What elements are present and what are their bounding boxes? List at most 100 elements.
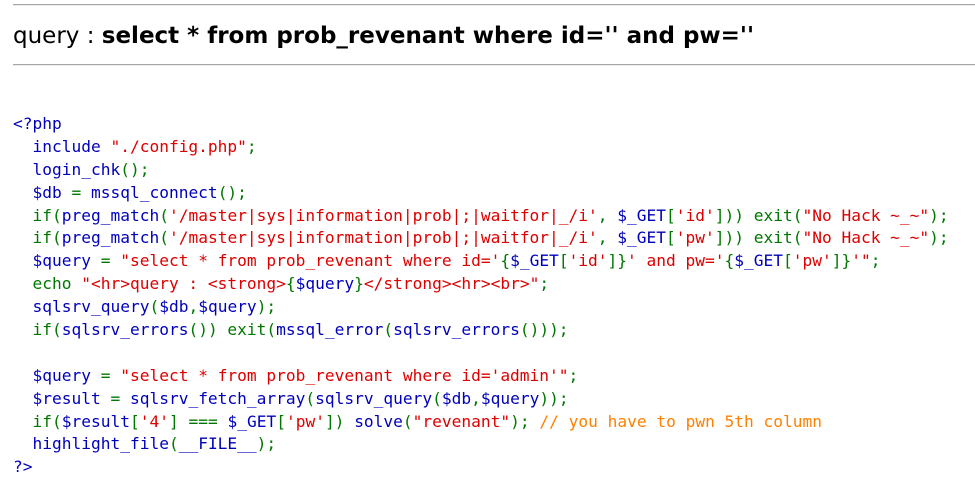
code-token: $result xyxy=(32,388,111,408)
code-token xyxy=(13,183,33,202)
code-token: mssql_error xyxy=(276,320,384,340)
code-token: // you have to pwn 5th column xyxy=(539,411,823,431)
code-token: $query xyxy=(295,274,355,294)
code-line: $query = "select * from prob_revenant wh… xyxy=(13,365,949,388)
code-token xyxy=(13,412,33,431)
code-token: sqlsrv_errors xyxy=(393,320,520,340)
code-token: [ xyxy=(558,251,569,271)
code-token: ]} xyxy=(607,251,628,271)
code-token: } xyxy=(354,274,364,294)
code-token: 'id' xyxy=(568,251,608,271)
top-divider xyxy=(13,4,975,6)
code-token: if( xyxy=(32,205,62,225)
code-token xyxy=(13,160,33,179)
query-value: select * from prob_revenant where id='' … xyxy=(101,23,755,49)
code-token xyxy=(13,389,33,408)
code-token: , xyxy=(471,388,481,408)
code-token: include xyxy=(32,136,111,156)
code-line: $result = sqlsrv_fetch_array(sqlsrv_quer… xyxy=(13,388,949,411)
code-token: <?php xyxy=(13,114,62,133)
code-token: ]) xyxy=(324,411,355,431)
code-token: $query xyxy=(480,388,540,408)
code-line: if($result['4'] === $_GET['pw']) solve("… xyxy=(13,411,949,434)
code-token: $query xyxy=(32,365,101,385)
code-token: ); xyxy=(256,297,277,317)
code-token: ( xyxy=(159,205,169,225)
code-token: , xyxy=(188,297,199,317)
code-token: $_GET xyxy=(227,411,277,431)
code-token: ( xyxy=(432,388,442,408)
code-token: 'pw' xyxy=(675,228,715,248)
code-token: , xyxy=(597,228,618,248)
code-token: __FILE__ xyxy=(178,434,257,454)
code-token: { xyxy=(724,251,735,271)
code-token: "No Hack ~_~" xyxy=(802,228,930,248)
code-token: $db xyxy=(32,182,72,202)
code-token xyxy=(13,297,33,316)
code-token: ' and pw=' xyxy=(627,251,725,271)
code-token: $result xyxy=(61,411,130,431)
code-token: "No Hack ~_~" xyxy=(802,205,930,225)
code-token: = xyxy=(100,365,121,385)
code-token: if( xyxy=(32,320,62,340)
code-line: <?php xyxy=(13,113,949,136)
code-token: $_GET xyxy=(617,228,667,248)
code-token: = xyxy=(71,182,91,202)
code-token: $query xyxy=(198,297,257,317)
code-token: $_GET xyxy=(510,251,559,271)
code-token: ( xyxy=(402,411,413,431)
code-token: ); xyxy=(929,228,949,248)
code-token: sqlsrv_query xyxy=(315,388,433,408)
code-token: $_GET xyxy=(617,205,667,225)
code-token: ?> xyxy=(13,457,33,477)
code-token xyxy=(13,343,23,362)
code-token: $db xyxy=(159,297,189,317)
code-token: { xyxy=(285,274,296,294)
code-line: include "./config.php"; xyxy=(13,136,949,159)
code-token: ()) exit( xyxy=(188,320,277,340)
code-token: if( xyxy=(32,411,62,431)
code-token: = xyxy=(110,388,130,408)
code-token: 'pw' xyxy=(792,251,832,271)
code-line xyxy=(13,342,949,365)
code-token: ( xyxy=(149,297,160,317)
code-token: echo xyxy=(32,274,82,294)
code-token: ]} xyxy=(831,251,852,271)
code-line: if(sqlsrv_errors()) exit(mssql_error(sql… xyxy=(13,319,949,342)
code-token: $query xyxy=(32,251,101,271)
code-token: ); xyxy=(510,411,540,431)
code-token: ( xyxy=(159,228,169,248)
code-token: 'pw' xyxy=(285,411,325,431)
code-token: mssql_connect xyxy=(90,182,218,202)
code-token: "./config.php" xyxy=(110,136,247,156)
code-line: sqlsrv_query($db,$query); xyxy=(13,296,949,319)
source-code-block: <?php include "./config.php"; login_chk(… xyxy=(13,113,949,479)
code-line: $db = mssql_connect(); xyxy=(13,182,949,205)
code-token: [ xyxy=(129,411,140,431)
code-token: '/master|sys|information|prob|;|waitfor|… xyxy=(168,228,598,248)
code-token: "select * from prob_revenant where id=' xyxy=(120,251,501,271)
code-token: (); xyxy=(217,182,247,202)
code-token: ); xyxy=(256,434,277,454)
code-token: (); xyxy=(120,159,150,179)
code-line: echo "<hr>query : <strong>{$query}</stro… xyxy=(13,273,949,296)
code-line: if(preg_match('/master|sys|information|p… xyxy=(13,227,949,250)
code-token xyxy=(13,366,33,385)
code-line: $query = "select * from prob_revenant wh… xyxy=(13,250,949,273)
code-token: "select * from prob_revenant where id='a… xyxy=(120,365,569,385)
query-output: query : select * from prob_revenant wher… xyxy=(13,19,754,53)
code-token: sqlsrv_query xyxy=(32,297,150,317)
code-token xyxy=(13,228,33,247)
code-token: ( xyxy=(383,320,394,340)
code-token: { xyxy=(500,251,511,271)
code-token: login_chk xyxy=(32,159,121,179)
code-token: 'id' xyxy=(675,205,715,225)
code-line: highlight_file(__FILE__); xyxy=(13,433,949,456)
code-token: preg_match xyxy=(61,228,160,248)
code-token: ); xyxy=(929,205,949,225)
code-line: if(preg_match('/master|sys|information|p… xyxy=(13,205,949,228)
code-token xyxy=(13,320,33,339)
code-token: if( xyxy=(32,228,62,248)
code-token: sqlsrv_errors xyxy=(61,320,189,340)
